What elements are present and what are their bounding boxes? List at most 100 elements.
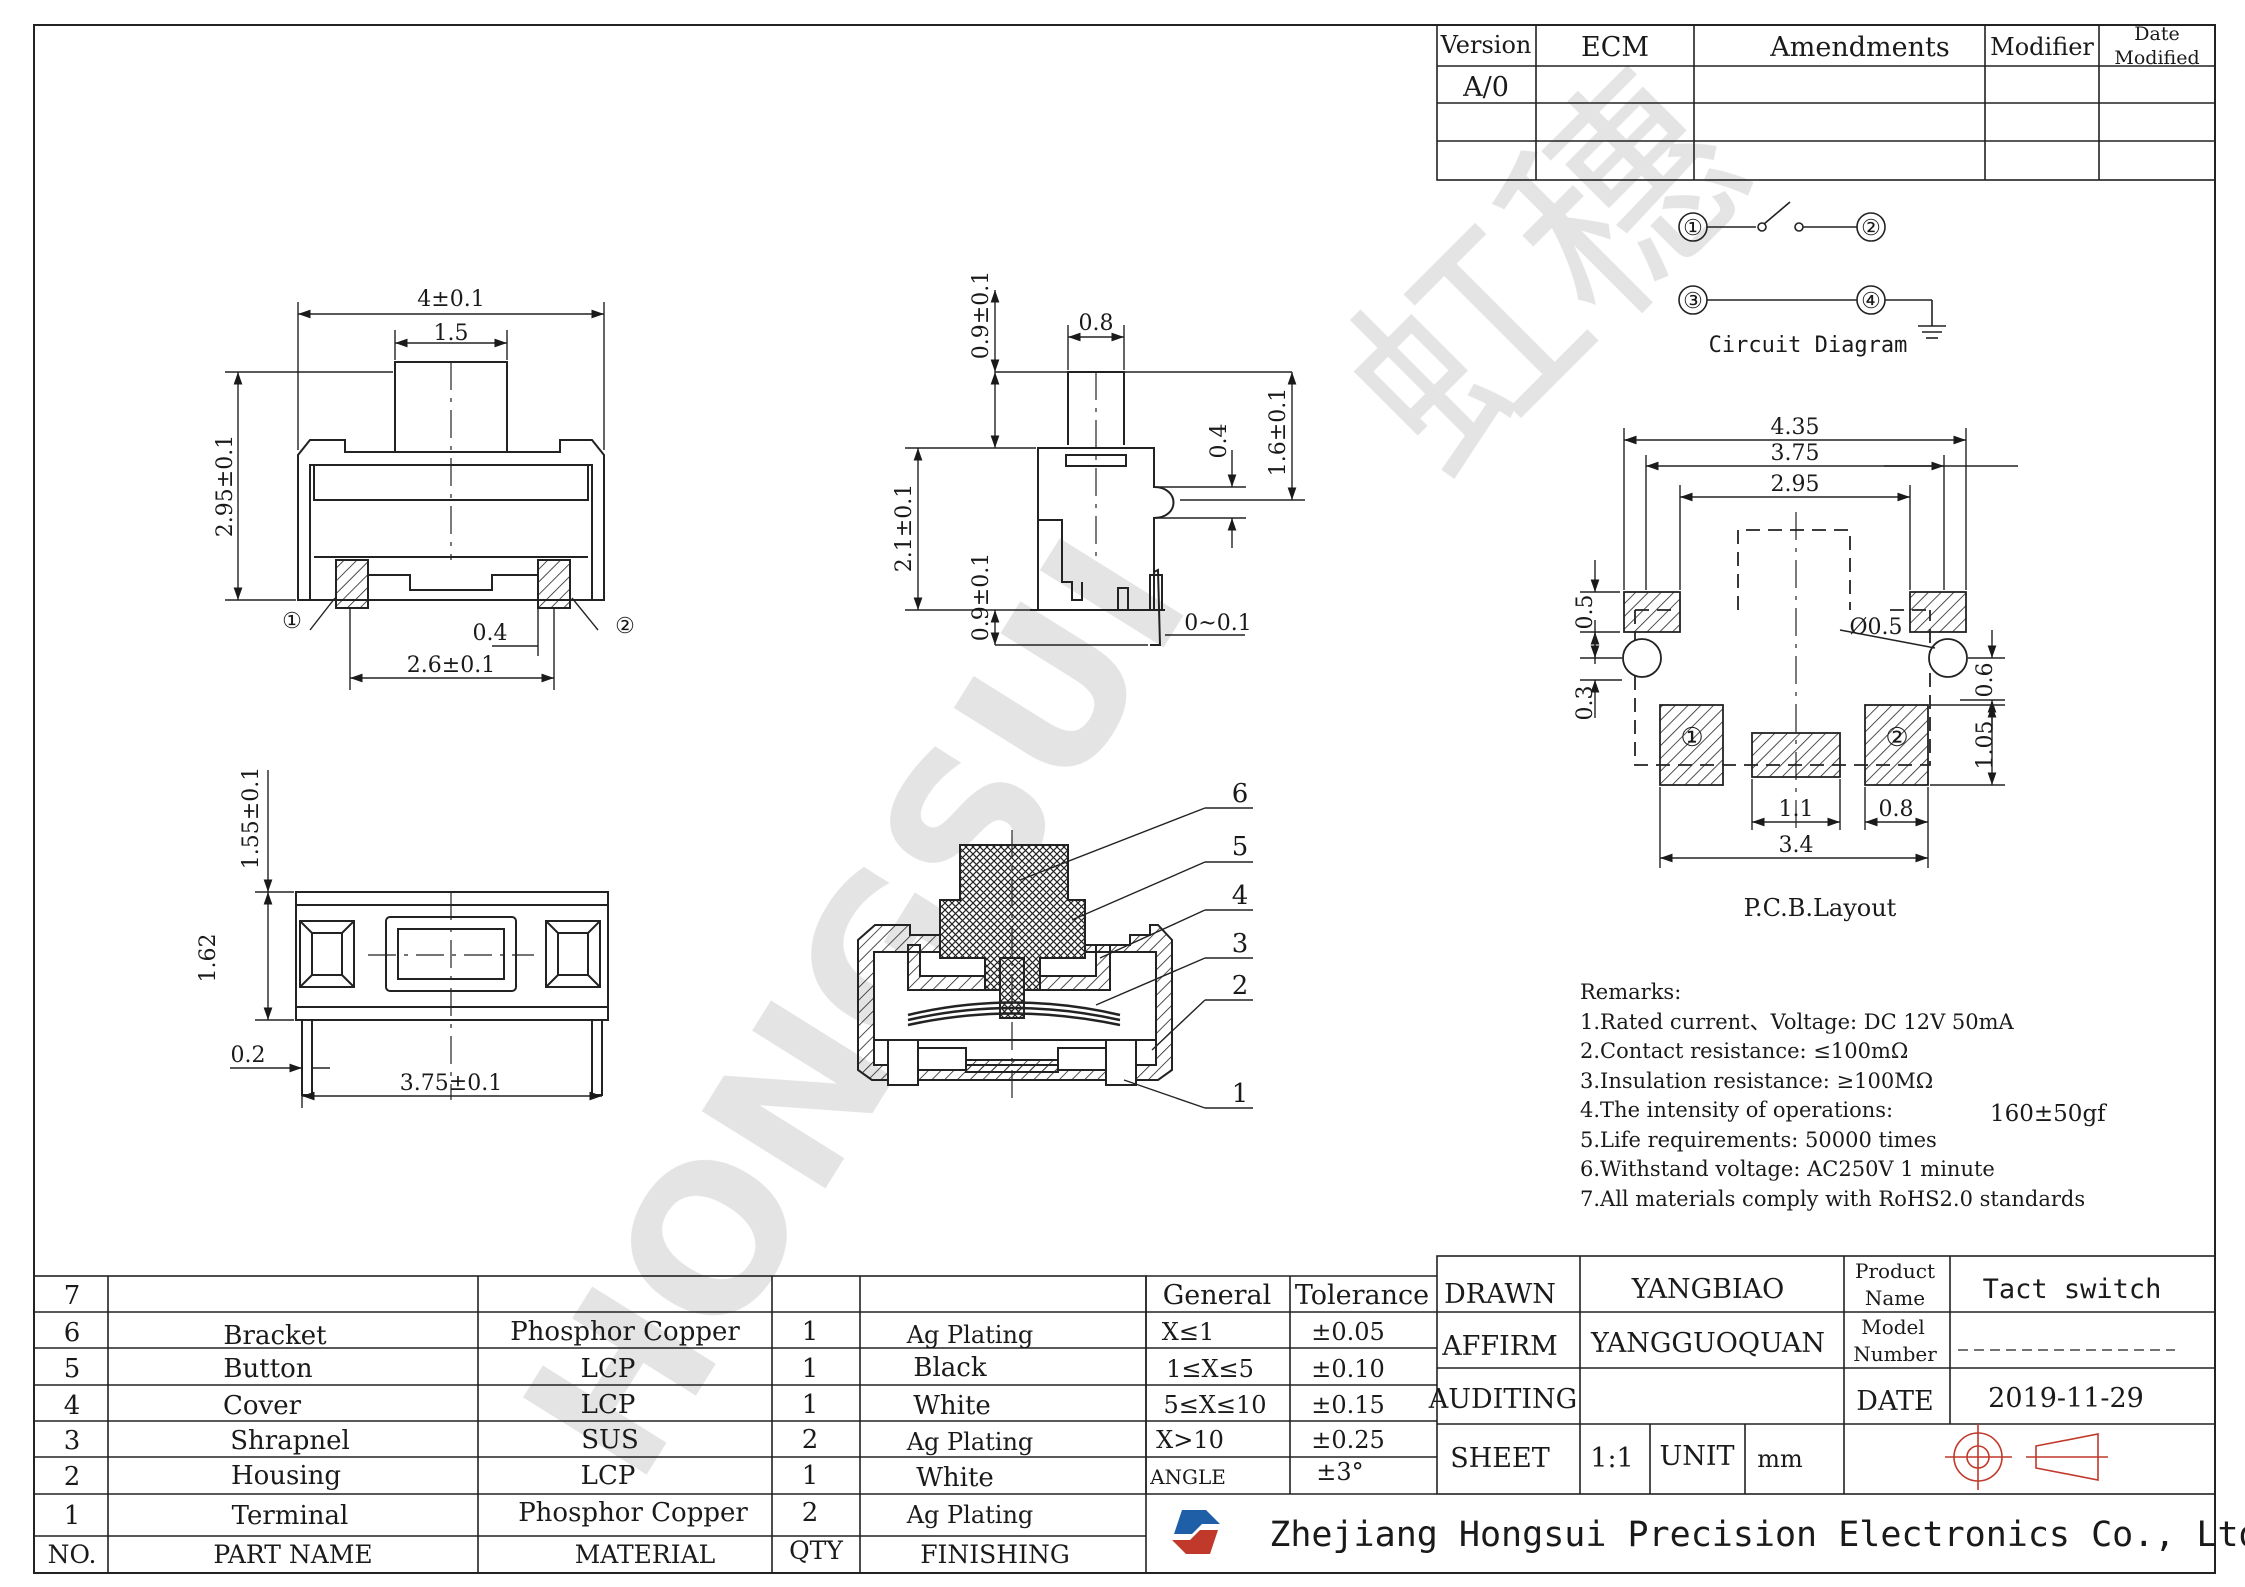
remark-7: 7.All materials comply with RoHS2.0 stan… (1580, 1187, 2085, 1211)
remark-4: 4.The intensity of operations: (1580, 1098, 1893, 1122)
dim-pcb-hole: Ø0.5 (1849, 615, 1902, 640)
bom-row-4-finish: White (913, 1391, 991, 1421)
circuit-pin-1: ① (1683, 216, 1703, 241)
rev-header-version: Version (1440, 31, 1532, 59)
dim-pcb-4-35: 4.35 (1771, 415, 1820, 440)
title-unit-label: UNIT (1659, 1441, 1734, 1472)
front-pad-right (537, 559, 571, 609)
bom-row-3-finish: Ag Plating (906, 1428, 1034, 1456)
remarks-title: Remarks: (1580, 980, 1681, 1004)
watermark-chinese: 虹穗 (1300, 30, 1792, 522)
bom-row-6-finish: Ag Plating (906, 1321, 1034, 1349)
bottom-view (295, 891, 609, 1100)
remark-1: 1.Rated current、Voltage: DC 12V 50mA (1580, 1010, 2015, 1034)
bom-row-6-material: Phosphor Copper (510, 1317, 740, 1347)
side-view-dims (905, 290, 1305, 646)
tolerance-value-4: ±0.25 (1311, 1426, 1385, 1454)
dim-front-height: 2.95±0.1 (213, 435, 238, 537)
dim-bottom-length: 3.75±0.1 (400, 1071, 502, 1096)
tolerance-value-3: ±0.15 (1311, 1391, 1385, 1419)
tolerance-range-3: 5≤X≤10 (1163, 1391, 1266, 1419)
bom-row-5-finish: Black (913, 1353, 986, 1383)
tolerance-value-5: ±3° (1316, 1458, 1363, 1486)
circuit-pin-3: ③ (1683, 289, 1703, 314)
front-pad-left (335, 559, 369, 609)
title-auditing-label: AUDITING (1428, 1384, 1577, 1415)
tolerance-header-tolerance: Tolerance (1295, 1280, 1429, 1311)
dim-pcb-0-5: 0.5 (1573, 595, 1598, 630)
title-drawn-value: YANGBIAO (1631, 1274, 1785, 1305)
side-view (1030, 371, 1175, 646)
title-block-grid (1436, 1255, 2216, 1495)
dim-pcb-0-6: 0.6 (1973, 663, 1998, 698)
front-pin-2-mark: ② (615, 614, 635, 639)
dim-front-pad-pitch: 2.6±0.1 (407, 653, 495, 678)
title-date-label: DATE (1856, 1386, 1933, 1417)
front-pin-1-mark: ① (282, 609, 302, 634)
dim-pcb-1-05: 1.05 (1973, 721, 1998, 770)
tolerance-value-1: ±0.05 (1311, 1318, 1385, 1346)
dim-side-standoff: 0~0.1 (1184, 611, 1251, 636)
dim-front-width: 4±0.1 (417, 287, 484, 312)
bom-row-2-part: Housing (231, 1461, 341, 1491)
title-model-label-1: Model (1861, 1315, 1925, 1339)
dim-front-button-width: 1.5 (434, 321, 469, 346)
bom-row-3-part: Shrapnel (230, 1426, 350, 1456)
title-unit-value: mm (1757, 1445, 1803, 1473)
rev-header-modified: Modified (2114, 47, 2199, 69)
tolerance-range-4: X>10 (1156, 1426, 1224, 1454)
company-name: Zhejiang Hongsui Precision Electronics C… (1269, 1515, 2245, 1555)
dim-pcb-3-75: 3.75 (1771, 441, 1820, 466)
dim-bottom-body-height: 1.62 (196, 934, 221, 983)
dim-pcb-3-4: 3.4 (1779, 833, 1814, 858)
title-sheet-label: SHEET (1450, 1443, 1549, 1474)
circuit-pin-2: ② (1861, 216, 1881, 241)
bom-row-3-no: 3 (64, 1426, 81, 1456)
dim-side-bump: 0.4 (1207, 424, 1232, 459)
revision-table (1436, 24, 2216, 181)
section-callout-6: 6 (1232, 779, 1249, 809)
bom-row-1-no: 1 (64, 1501, 81, 1531)
section-callout-1: 1 (1232, 1079, 1249, 1109)
tolerance-range-1: X≤1 (1162, 1318, 1214, 1346)
tolerance-header-general: General (1163, 1280, 1272, 1311)
bom-header-no: NO. (48, 1540, 97, 1569)
remark-4-force: 160±50gf (1990, 1101, 2107, 1127)
watermark: HONGSUI 虹穗 (480, 30, 1792, 1515)
dim-side-bottom-offset: 0.9±0.1 (969, 553, 994, 641)
bom-row-2-qty: 1 (802, 1461, 819, 1491)
title-product-label-2: Name (1865, 1286, 1925, 1310)
bom-row-5-part: Button (223, 1354, 312, 1384)
dim-bottom-lead-width: 0.2 (231, 1043, 266, 1068)
bom-row-1-part: Terminal (232, 1501, 349, 1531)
bom-table-grid (33, 1275, 1437, 1574)
title-scale: 1:1 (1590, 1443, 1633, 1474)
bom-row-6-no: 6 (64, 1318, 81, 1348)
title-affirm-label: AFFIRM (1441, 1331, 1558, 1362)
circuit-pin-4: ④ (1861, 289, 1881, 314)
bom-row-6-qty: 1 (802, 1317, 819, 1347)
bom-row-1-finish: Ag Plating (906, 1501, 1034, 1529)
pcb-layout (1622, 512, 1968, 830)
bom-row-2-finish: White (916, 1463, 994, 1493)
rev-header-ecm: ECM (1581, 32, 1649, 63)
bom-row-5-no: 5 (64, 1354, 81, 1384)
tolerance-value-2: ±0.10 (1311, 1355, 1385, 1383)
dim-pcb-0-3: 0.3 (1573, 686, 1598, 721)
dim-front-pad-width: 0.4 (473, 621, 508, 646)
rev-header-amendments: Amendments (1769, 32, 1949, 63)
dim-side-body-height: 2.1±0.1 (892, 484, 917, 572)
bom-row-1-material: Phosphor Copper (518, 1498, 748, 1528)
bom-row-4-material: LCP (581, 1390, 636, 1420)
title-affirm-value: YANGGUOQUAN (1590, 1328, 1825, 1359)
section-callout-5: 5 (1232, 832, 1249, 862)
bom-row-5-material: LCP (581, 1354, 636, 1384)
pcb-dims (1580, 428, 2018, 868)
bom-header-material: MATERIAL (575, 1540, 716, 1569)
bom-row-5-qty: 1 (802, 1354, 819, 1384)
dim-pcb-1-1: 1.1 (1779, 797, 1814, 822)
section-callout-3: 3 (1232, 929, 1249, 959)
remark-3: 3.Insulation resistance: ≥100MΩ (1580, 1069, 1933, 1093)
tolerance-range-5: ANGLE (1149, 1465, 1226, 1489)
